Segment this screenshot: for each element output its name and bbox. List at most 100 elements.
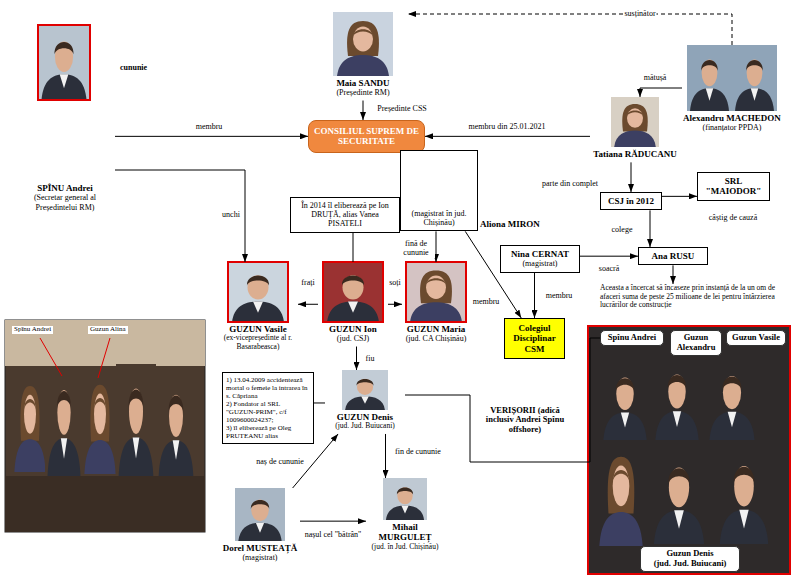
connector (405, 338, 600, 462)
node-text: CSJ în 2012 (604, 196, 658, 206)
connector (408, 14, 732, 45)
annotation-label: cununie (118, 64, 149, 73)
photo-callout: Guzun Denis(jud. Jud. Buiucani) (640, 546, 740, 572)
connector (425, 136, 590, 137)
node-text: Colegiul Disciplinar CSM (508, 323, 561, 354)
connector (631, 162, 632, 192)
photo-person (596, 442, 646, 546)
edge-label: mătușă (643, 74, 668, 83)
photo-callout: Spînu Andrei (600, 330, 664, 346)
photo-person (652, 356, 702, 440)
person-card: Dorel MUSTEAȚĂ(magistrat) (220, 488, 300, 566)
portrait-photo (732, 45, 777, 111)
connector (115, 170, 245, 262)
edge-label: câștig de cauză (708, 214, 758, 223)
node-text: Aceasta a încercat să încaseze prin inst… (600, 284, 788, 310)
group-photo (588, 326, 790, 574)
edge-label: fină de cununie (397, 240, 435, 258)
connector (298, 304, 318, 305)
connector (385, 434, 386, 478)
node-text: Tatiana RĂDUCANU (591, 149, 679, 159)
portrait-photo (235, 488, 285, 541)
portrait-photo (333, 12, 393, 76)
node-text: 1) 13.04.2009 accidentează mortal o feme… (226, 376, 310, 400)
connector (650, 210, 651, 247)
person-card: Alexandru MACHEDON(finanțator PPDA) (682, 45, 782, 136)
node-text: Ana RUSU (642, 251, 704, 261)
edge-label: Președinte CSS (376, 105, 428, 114)
portrait-photo (687, 45, 732, 111)
edge-label: naș de cununie (255, 458, 305, 467)
photo-callout: Guzun Vasile (726, 330, 786, 346)
photo-frame (228, 262, 288, 322)
portrait-photo (383, 478, 427, 520)
person-card: Maia SANDU(Președinte RM) (318, 12, 408, 101)
connector (534, 273, 535, 318)
edge-label: parte din complet (541, 180, 599, 189)
edge-label: membru (545, 292, 574, 301)
connector (580, 256, 638, 257)
node-text: (jud. în Jud. Chișinău) (367, 543, 443, 552)
connector (662, 196, 697, 197)
node-text: (jud. CA Chișinău) (403, 334, 469, 343)
portrait-photo (38, 25, 90, 100)
photo-frame (38, 25, 90, 100)
connector (640, 88, 682, 97)
connector (673, 265, 674, 284)
connector (300, 521, 366, 522)
connector (314, 402, 325, 403)
photo-frame (323, 262, 383, 322)
node-text: 2) Fondator al SRL "GUZUN-PRIM", c/f 100… (226, 400, 310, 424)
connector (353, 233, 354, 262)
connector (436, 231, 437, 262)
edge-label: nașul cel "bătrân" (302, 531, 364, 540)
text-box: Ana RUSU (638, 247, 708, 265)
edge-label: unchi (221, 211, 241, 220)
node-text: Guzun Alexandru (674, 333, 718, 353)
node-text: (magistrat în jud. Chișinău) (404, 209, 474, 227)
node-text: Maia SANDU (319, 78, 407, 88)
text-box: În 2014 îl eliberează pe Ion DRUȚĂ, alia… (290, 197, 400, 233)
node-text: Mihail MURGULEȚ (367, 522, 443, 543)
photo-person (82, 370, 118, 474)
edge-label: fin de cununie (394, 448, 442, 457)
node-text: GUZUN Denis (326, 412, 404, 422)
photo-person (600, 360, 650, 440)
photo-frame (588, 326, 790, 574)
node-text: (finanțator PPDA) (683, 123, 781, 132)
person-card: Mihail MURGULEȚ(jud. în Jud. Chișinău) (366, 478, 444, 554)
edge-label: membru (195, 123, 224, 132)
edge-label: membru (472, 298, 501, 307)
note-text: Aceasta a încercat să încaseze prin inst… (598, 284, 790, 310)
node-text: Aliona MIRON (480, 219, 540, 229)
text-box: SRL "MAIODOR" (697, 172, 770, 201)
node-text: Guzun Vasile (730, 333, 782, 343)
college-box: Colegiul Disciplinar CSM (504, 318, 565, 359)
edge-label: fiu (365, 355, 376, 364)
node-text: (Președinte RM) (319, 88, 407, 97)
node-text: (ex-vicepreședinte al r. Basarabeasca) (219, 334, 297, 351)
node-text: GUZUN Ion (319, 324, 387, 334)
portrait-photo (611, 97, 659, 147)
person-card: SPÎNU Andrei(Secretar general al Președi… (15, 25, 115, 215)
edge-label: soți (388, 279, 402, 288)
council-box: CONSILIUL SUPREM DE SECURITATE (308, 120, 425, 153)
photo-person (156, 372, 196, 476)
edge-label: colege (611, 226, 634, 235)
photo-person (650, 446, 708, 544)
photo-frame (406, 262, 466, 322)
node-text: SPÎNU Andrei (16, 183, 114, 193)
portrait-photo (228, 262, 288, 322)
annotation-label: Spînu Andrei (12, 326, 53, 334)
annotation-label: Guzun Alina (88, 326, 128, 334)
node-text: Guzun Denis (644, 549, 736, 559)
node-text: GUZUN Vasile (219, 324, 297, 334)
leader-line (40, 338, 62, 376)
node-text: SRL "MAIODOR" (701, 176, 766, 197)
connector (363, 101, 364, 120)
node-text: (Secretar general al Președintelui RM) (16, 193, 114, 211)
edge-label: susținător (623, 10, 656, 19)
node-text: (magistrat) (221, 553, 299, 562)
node-text: Spînu Andrei (604, 333, 660, 343)
leader-line (98, 338, 110, 378)
